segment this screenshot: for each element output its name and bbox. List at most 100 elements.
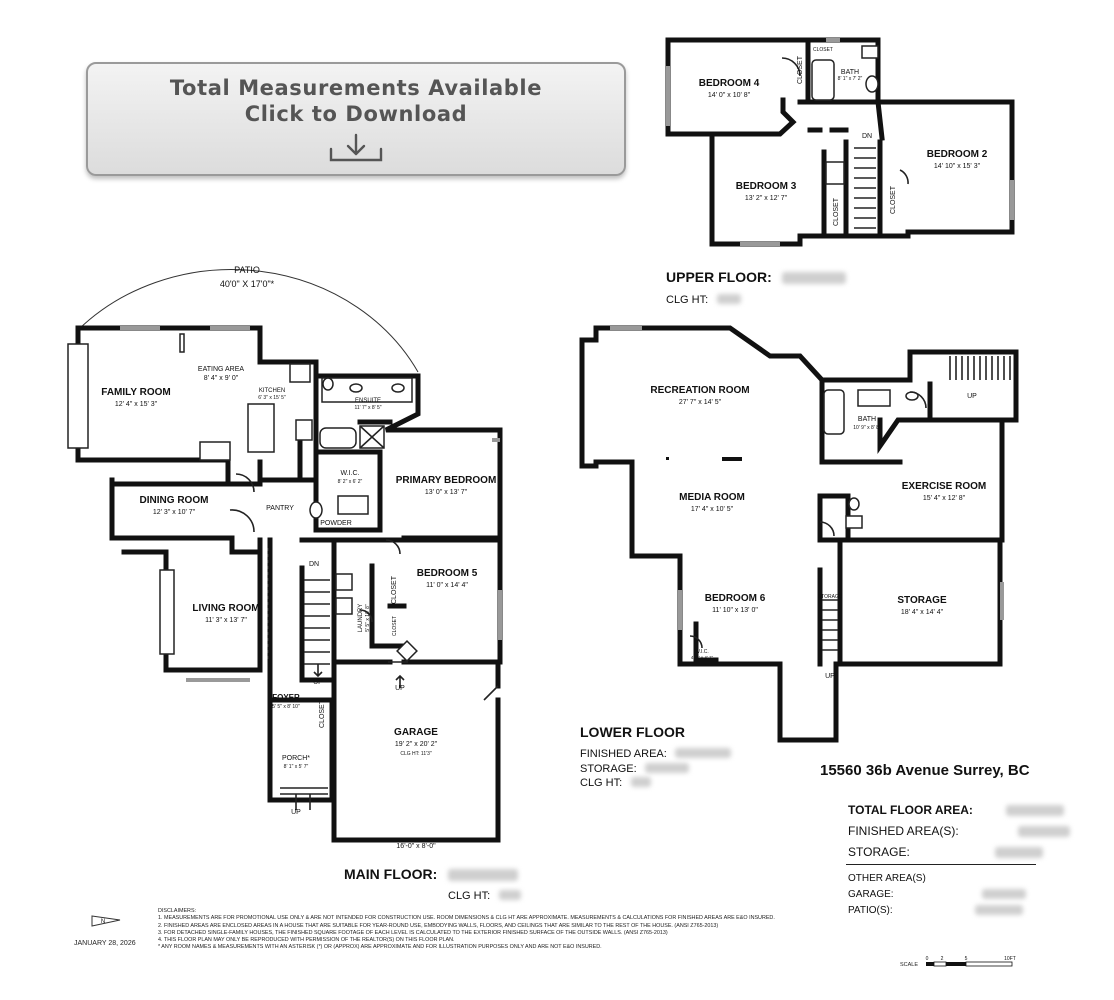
family-room-name: FAMILY ROOM [101,387,170,398]
redacted-value [447,868,518,881]
scale-tick-2: 2 [941,956,944,962]
living-room-name: LIVING ROOM [192,603,259,614]
garage-name: GARAGE [394,727,438,738]
disclaimer-line: 3. FOR DETACHED SINGLE-FAMILY HOUSES, TH… [158,929,668,936]
upper-bedroom2-name: BEDROOM 2 [927,149,988,160]
scale-tick-5: 5 [965,956,968,962]
patios-total-row: PATIO(S): [848,905,1024,916]
bedroom6-name: BEDROOM 6 [705,593,766,604]
wic-main-name: W.I.C. [340,470,359,477]
foyer-closet-vertical: CLOSET [319,699,326,728]
lower-bath-dims: 10' 9" x 8' 8" [853,425,881,431]
upper-floor-title-row: UPPER FLOOR: [666,269,847,287]
redacted-value [982,889,1027,900]
garage-total-label: GARAGE: [848,889,894,900]
media-room-name: MEDIA ROOM [679,492,745,503]
bedroom6-dims: 11' 10" x 13' 0" [712,607,758,614]
upper-bedroom4-name: BEDROOM 4 [699,78,760,89]
total-floor-area-row: TOTAL FLOOR AREA: [848,803,1065,817]
property-address: 15560 36b Avenue Surrey, BC [820,762,1030,779]
lower-wic-dims: 4' 0" x 4' 1" [691,655,714,660]
dining-room-dims: 12' 3" x 10' 7" [153,509,196,516]
room-labels: BEDROOM 4 14' 0" x 10' 8" BATH 8' 1" x 7… [101,47,987,850]
upper-bedroom3-name: BEDROOM 3 [736,181,797,192]
redacted-value [498,889,521,900]
primary-bedroom-dims: 13' 0" x 13' 7" [425,489,468,496]
foyer-dims: 5' 5" x 8' 10" [272,704,300,710]
storage-room-dims: 18' 4" x 14' 4" [901,609,944,616]
total-floor-area-label: TOTAL FLOOR AREA: [848,803,973,817]
lower-wic-name: W.I.C. [695,649,709,655]
primary-bedroom-name: PRIMARY BEDROOM [396,475,497,486]
main-floor-title: MAIN FLOOR: [344,866,438,882]
scale-label: SCALE [900,962,919,968]
main-closet-vertical-2: CLOSET [392,616,398,636]
main-closet-vertical: CLOSET [391,575,398,604]
scale-bar: 0 2 5 10FT [926,956,1016,967]
patios-total-label: PATIO(S): [848,905,893,916]
kitchen-dims: 6' 3" x 15' 5" [258,395,286,401]
redacted-value [645,762,690,773]
family-room-dims: 12' 4" x 15' 3" [115,401,158,408]
porch-up-label: UP [291,809,301,816]
eating-area-name: EATING AREA [198,366,244,373]
main-up-label-2: UP [395,685,405,692]
upper-closet-vertical-3: CLOSET [890,185,897,214]
bedroom5-name: BEDROOM 5 [417,568,478,579]
lower-floor-clg-row: CLG HT: [580,773,651,791]
garage-total-row: GARAGE: [848,889,1027,900]
lower-floor-title-row: LOWER FLOOR [580,724,685,742]
lower-floor-plan [579,325,1019,743]
recreation-room-dims: 27' 7" x 14' 5" [679,399,722,406]
upper-floor-clg-label: CLG HT: [666,294,709,306]
lower-floor-clg-label: CLG HT: [580,777,623,789]
main-floor-clg-label: CLG HT: [448,890,491,902]
exercise-room-name: EXERCISE ROOM [902,481,986,492]
lower-bath-name: BATH [858,416,876,423]
redacted-value [1006,805,1065,817]
lower-floor-finished-row: FINISHED AREA: [580,744,732,762]
download-banner-line2: Click to Download [244,102,468,126]
upper-closet-vertical: CLOSET [797,55,804,84]
north-arrow: N [91,915,121,927]
scale-tick-10: 10FT [1004,956,1016,962]
upper-closet-label: CLOSET [813,47,833,53]
plan-date: JANUARY 28, 2026 [74,940,136,947]
main-dn-label: DN [309,561,319,568]
eating-area-dims: 8' 4" x 9' 0" [204,375,239,382]
porch-dims: 8' 1" x 5' 7" [284,764,309,770]
disclaimer-line: 4. THIS FLOOR PLAN MAY ONLY BE REPRODUCE… [158,937,455,944]
redacted-value [675,747,732,758]
upper-closet-vertical-2: CLOSET [833,197,840,226]
patio-name: PATIO [234,265,260,275]
foyer-name: FOYER [272,693,300,702]
upper-bedroom3-dims: 13' 2" x 12' 7" [745,195,788,202]
lower-floor-storage-row: STORAGE: [580,759,690,777]
north-arrow-label: N [101,919,105,925]
finished-areas-row: FINISHED AREA(S): [848,824,1071,838]
bedroom5-dims: 11' 0" x 14' 4" [426,582,468,589]
recreation-room-name: RECREATION ROOM [650,385,749,396]
download-arrow-icon [329,133,383,162]
lower-floor-finished-label: FINISHED AREA: [580,748,667,760]
download-measurements-button[interactable]: Total Measurements Available Click to Do… [86,62,626,176]
garage-dims: 19' 2" x 20' 2" [395,741,438,748]
disclaimer-line: 1. MEASUREMENTS ARE FOR PROMOTIONAL USE … [158,915,775,922]
storage-total-row: STORAGE: [848,845,1044,859]
upper-floor-clg-row: CLG HT: [666,290,741,308]
wic-main-dims: 8' 2" x 6' 2" [338,479,363,485]
upper-bath-dims: 8' 1" x 7' 2" [838,76,863,82]
main-floor-title-row: MAIN FLOOR: [344,866,518,884]
disclaimer-line: 2. FINISHED AREAS ARE ENCLOSED AREAS IN … [158,922,719,929]
redacted-value [630,776,651,787]
lower-floor-title: LOWER FLOOR [580,724,685,740]
redacted-value [1018,826,1071,838]
redacted-value [975,905,1024,916]
lower-floor-storage-label: STORAGE: [580,763,637,775]
other-areas-heading: OTHER AREA(S) [848,873,926,884]
ensuite-dims: 11' 7" x 8' 5" [354,405,381,411]
upper-floor-plan [665,37,1015,247]
powder-dims: 8' 0" x 4' 11" [322,528,349,534]
patio-dims: 40'0" X 17'0"* [220,279,275,289]
